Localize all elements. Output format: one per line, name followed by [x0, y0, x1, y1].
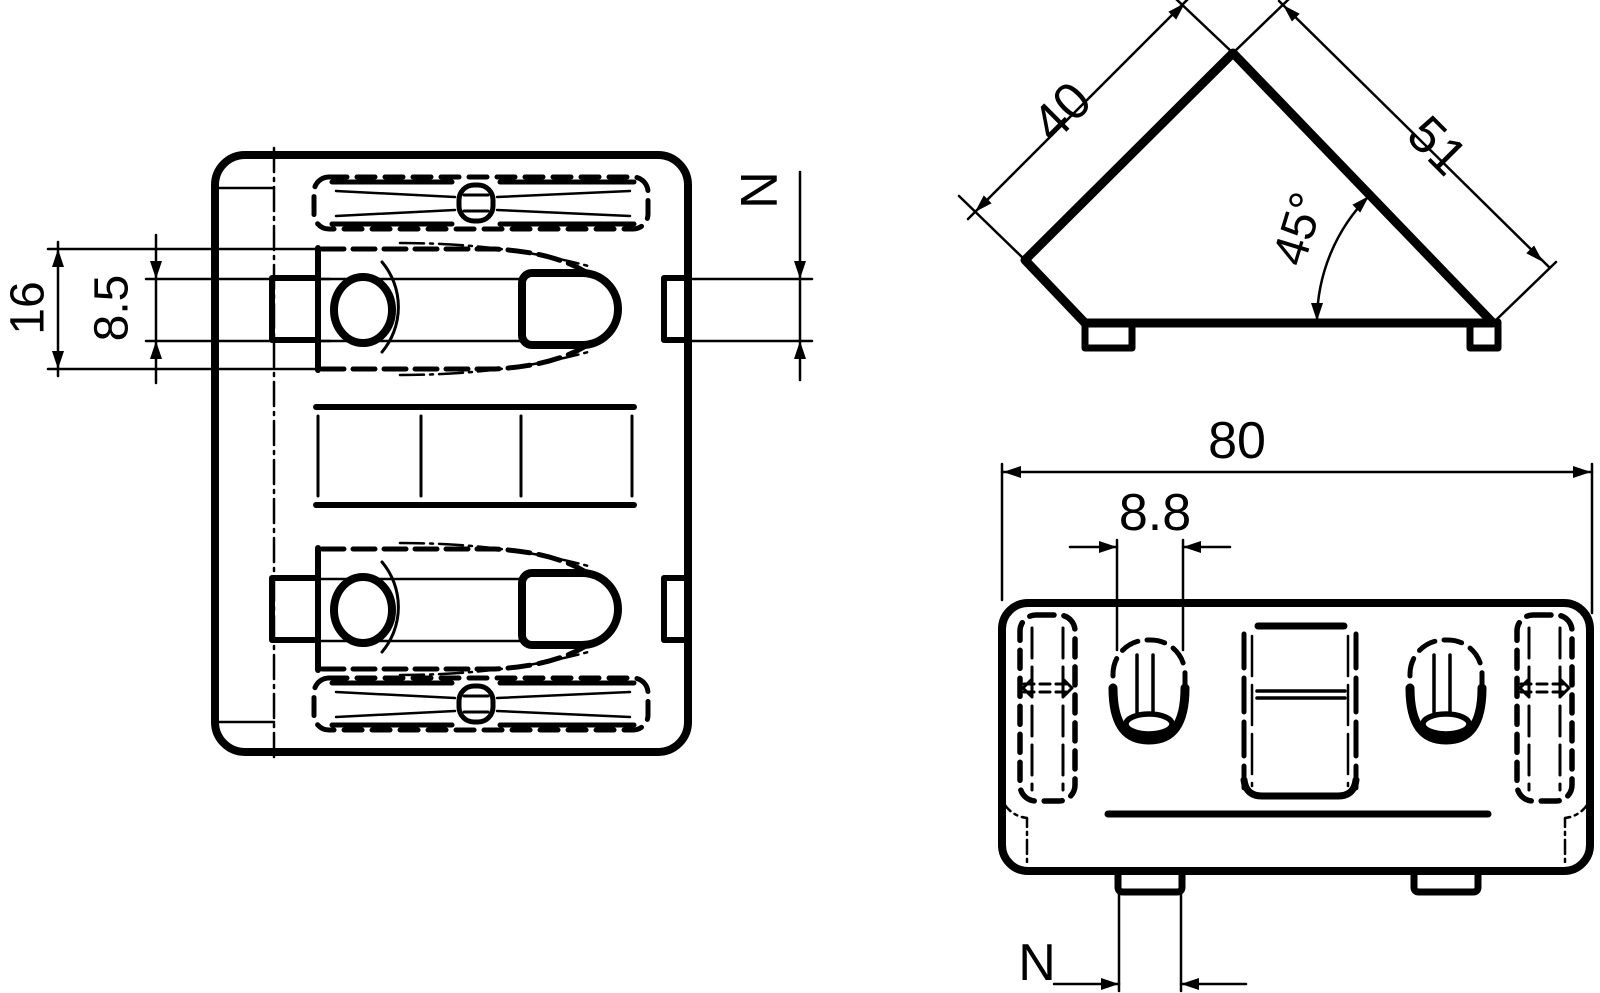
side-foot-right: [1466, 318, 1502, 352]
profile-slot-bottom: [314, 678, 648, 730]
front-hidden-corners: [1000, 798, 1592, 868]
front-center-recess: [1240, 622, 1360, 800]
screw-slot-lower: [272, 543, 618, 675]
front-hole-right: [1410, 640, 1482, 740]
dim-label-45deg: 45°: [1263, 187, 1335, 272]
dim-n-front-view: N: [1018, 891, 1248, 993]
dim-label-40: 40: [1021, 71, 1103, 153]
dim-label-51: 51: [1396, 105, 1478, 187]
dim-label-n-top: N: [729, 171, 787, 209]
screw-slot-upper: [269, 241, 622, 377]
front-hole-left: [1108, 637, 1190, 745]
front-slot-left: [1017, 612, 1078, 804]
dim-8-8: 8.8: [1068, 484, 1232, 652]
front-slot-right: [1517, 615, 1572, 801]
center-web: [313, 404, 637, 508]
dim-16-and-8-5: 16 8.5: [2, 233, 332, 385]
dim-label-16: 16: [2, 281, 55, 334]
dim-label-8-8: 8.8: [1119, 484, 1191, 542]
profile-slot-top: [311, 174, 651, 232]
top-view: 16 8.5 N: [2, 146, 814, 761]
side-foot-left: [1081, 319, 1136, 352]
dim-80: 80: [1000, 412, 1594, 615]
dim-label-n-front: N: [1018, 934, 1056, 992]
right-lug-upper: [661, 275, 691, 343]
top-view-body-outline: [211, 151, 692, 756]
dim-n-top-view: N: [690, 170, 814, 382]
front-foot-right: [1410, 867, 1482, 896]
dim-40: 40: [957, 0, 1235, 262]
dim-label-80: 80: [1208, 412, 1266, 470]
front-view: 80 8.8 N: [998, 412, 1594, 993]
dim-label-8-5: 8.5: [86, 275, 139, 342]
dim-51: 51: [1231, 0, 1558, 323]
side-view: 40 51 45°: [957, 0, 1558, 352]
front-foot-left: [1114, 867, 1186, 896]
right-lug-lower: [661, 575, 691, 643]
dim-45deg: 45°: [1263, 187, 1371, 323]
front-view-body-outline: [998, 599, 1594, 875]
